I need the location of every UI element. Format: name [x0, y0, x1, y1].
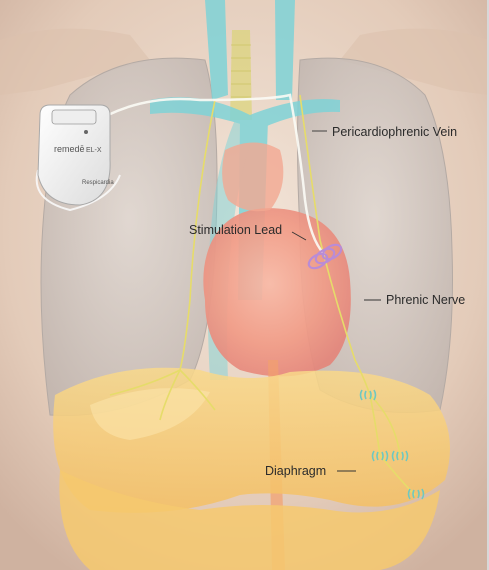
diaphragm: [53, 368, 450, 513]
device-model-text: EL-X: [86, 147, 102, 154]
label-phrenic-nerve: Phrenic Nerve: [386, 293, 465, 307]
implant-device: remedē EL-X Respicardia: [38, 105, 114, 205]
device-brand-text: remedē: [54, 144, 85, 154]
device-maker-text: Respicardia: [82, 180, 114, 186]
heart-upper: [222, 143, 283, 212]
label-diaphragm: Diaphragm: [265, 464, 326, 478]
trachea: [230, 30, 252, 120]
label-pericardiophrenic-vein: Pericardiophrenic Vein: [332, 125, 457, 139]
label-stimulation-lead: Stimulation Lead: [189, 223, 282, 237]
